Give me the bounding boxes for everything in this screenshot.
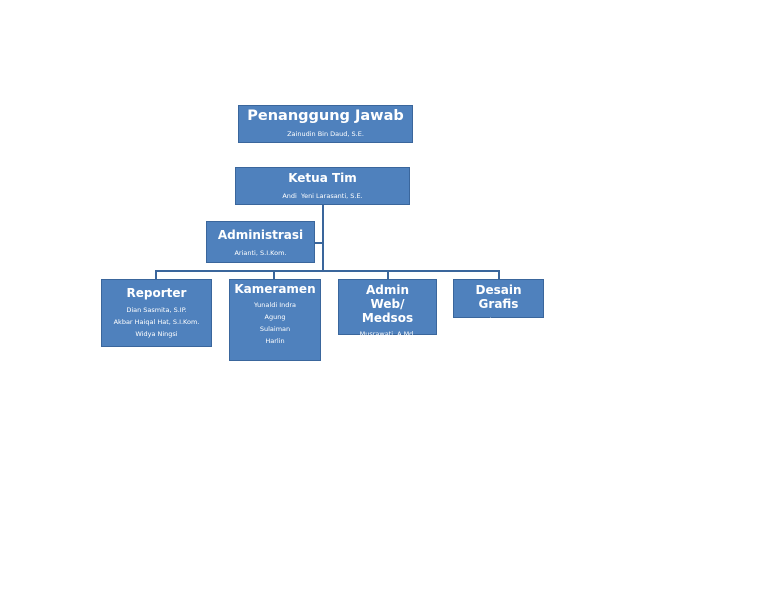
node-title: Kameramen [234, 282, 316, 296]
connector-horizontal-bar [155, 270, 500, 272]
node-member: Harlin [265, 336, 285, 345]
node-title: Administrasi [217, 228, 304, 242]
node-kameramen: Kameramen Yunaldi Indra Agung Sulaiman H… [229, 279, 321, 361]
node-penanggung-jawab: Penanggung Jawab Zainudin Bin Daud, S.E. [238, 105, 413, 143]
node-administrasi: Administrasi Arianti, S.I.Kom. [206, 221, 315, 263]
node-member: Ipang [489, 315, 508, 324]
node-title: Desain Grafis [475, 283, 522, 311]
node-ketua-tim: Ketua Tim Andi Yeni Larasanti, S.E. [235, 167, 410, 205]
connector-kameramen [273, 270, 275, 280]
connector-desain [498, 270, 500, 280]
node-admin-web-medsos: Admin Web/ Medsos Musrawati, A.Md. [338, 279, 437, 338]
node-member: Widya Ningsi [135, 329, 178, 338]
node-member: Agung [264, 312, 286, 321]
connector-leader-down [322, 205, 324, 271]
node-member: Musrawati, A.Md. [359, 330, 416, 339]
connector-admin-web [387, 270, 389, 280]
node-member: Sulaiman [259, 324, 291, 333]
node-title: Reporter [126, 286, 187, 300]
node-member: Akbar Haiqal Hat, S.I.Kom. [113, 317, 200, 326]
node-title: Penanggung Jawab [247, 108, 404, 124]
node-member: Arianti, S.I.Kom. [234, 248, 287, 257]
connector-admin [314, 242, 323, 244]
node-member: Zainudin Bin Daud, S.E. [287, 129, 364, 138]
node-title: Ketua Tim [288, 171, 357, 185]
node-member: Andi Yeni Larasanti, S.E. [282, 191, 363, 200]
node-desain-grafis: Desain Grafis Ipang [453, 279, 544, 324]
node-title: Admin Web/ Medsos [361, 283, 414, 325]
node-reporter: Reporter Dian Sasmita, S.IP. Akbar Haiqa… [101, 279, 212, 347]
node-member: Yunaldi Indra [253, 300, 297, 309]
connector-reporter [155, 270, 157, 280]
node-member: Dian Sasmita, S.IP. [126, 305, 187, 314]
